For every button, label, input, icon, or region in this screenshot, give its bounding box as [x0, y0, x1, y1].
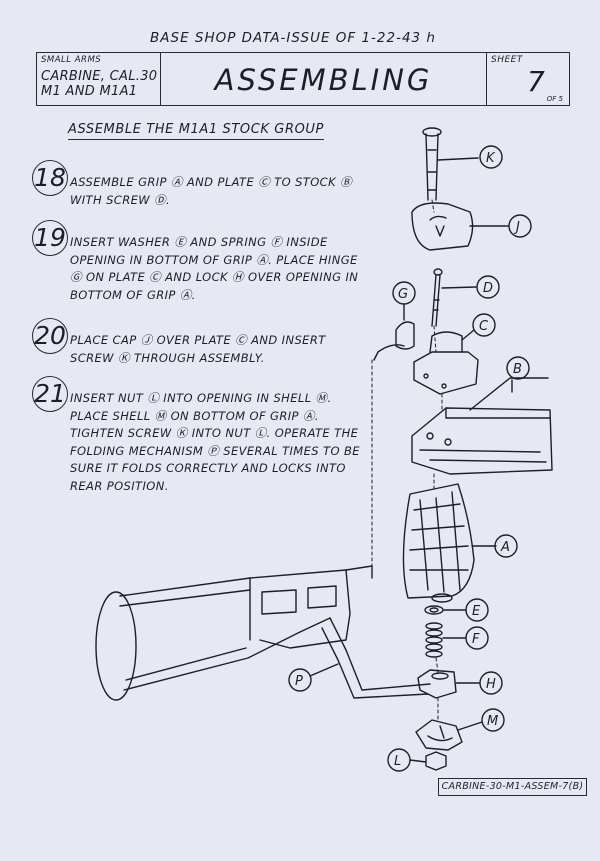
category-label: SMALL ARMS — [41, 55, 102, 65]
step-text: Insert Nut Ⓛ Into Opening In Shell Ⓜ. Pl… — [70, 391, 360, 493]
washer-e-part — [424, 605, 467, 615]
label-d-text: D — [483, 281, 493, 296]
label-m: M — [481, 708, 505, 732]
shell-m-part — [415, 719, 483, 751]
label-d: D — [476, 275, 500, 299]
lock-h-part — [417, 669, 481, 699]
issue-line: BASE SHOP DATA-ISSUE OF 1-22-43 h — [150, 30, 436, 46]
label-f-text: F — [472, 632, 480, 647]
label-k-text: K — [486, 151, 496, 166]
stock-frame-p-part — [95, 565, 431, 701]
page-title: ASSEMBLING — [214, 63, 433, 97]
screw-k-part — [422, 127, 479, 201]
label-g-text: G — [398, 287, 408, 302]
label-c: C — [472, 313, 496, 337]
sheet-of: OF 5 — [546, 95, 563, 103]
label-e: E — [465, 598, 489, 622]
step-number: 18 — [32, 160, 68, 196]
label-c-text: C — [479, 319, 489, 334]
assembly-guide-lines — [371, 199, 443, 721]
spring-f-part — [425, 622, 467, 658]
label-p-text: P — [295, 674, 303, 689]
model-name: CARBINE, CAL.30 M1 AND M1A1 — [41, 69, 157, 99]
step-number: 21 — [32, 376, 68, 412]
header-title-cell: ASSEMBLING — [161, 53, 487, 105]
label-h-text: H — [486, 677, 496, 692]
sheet-label: SHEET — [491, 55, 523, 65]
label-b: B — [506, 356, 530, 380]
step-text: Place Cap Ⓙ Over Plate Ⓒ And Insert Scre… — [70, 333, 326, 365]
label-j: J — [508, 214, 532, 238]
screw-d-part — [431, 268, 477, 327]
nut-l-part — [409, 751, 447, 771]
label-b-text: B — [513, 362, 522, 377]
step-number: 20 — [32, 318, 68, 354]
label-k: K — [479, 145, 503, 169]
header-model-cell: SMALL ARMS CARBINE, CAL.30 M1 AND M1A1 — [37, 53, 161, 105]
document-code: CARBINE-30-M1-ASSEM-7(B) — [438, 778, 587, 796]
grip-a-part — [402, 483, 497, 603]
label-l-text: L — [394, 754, 401, 769]
label-m-text: M — [487, 714, 498, 729]
step-text: Assemble Grip Ⓐ And Plate Ⓒ To Stock Ⓑ W… — [70, 175, 352, 207]
label-f: F — [465, 626, 489, 650]
label-l: L — [387, 748, 411, 772]
step-text: Insert Washer Ⓔ And Spring Ⓕ Inside Open… — [70, 235, 359, 302]
step-number: 19 — [32, 220, 68, 256]
label-h: H — [479, 671, 503, 695]
header-sheet-cell: SHEET 7 OF 5 — [487, 53, 569, 105]
section-title: ASSEMBLE THE M1A1 STOCK GROUP — [68, 122, 324, 140]
plate-c-part — [413, 329, 479, 395]
label-a: A — [494, 534, 518, 558]
header-table: SMALL ARMS CARBINE, CAL.30 M1 AND M1A1 A… — [36, 52, 570, 106]
label-e-text: E — [472, 604, 481, 619]
label-j-text: J — [513, 220, 520, 235]
cap-j-part — [411, 202, 509, 251]
stock-b-part — [411, 377, 553, 475]
sheet-number: 7 — [527, 65, 545, 98]
label-a-text: A — [500, 540, 510, 555]
label-g: G — [392, 281, 416, 305]
model-line-1: CARBINE, CAL.30 — [41, 69, 158, 84]
hinge-g-part — [373, 303, 415, 361]
model-line-2: M1 AND M1A1 — [41, 84, 138, 99]
label-p: P — [288, 668, 312, 692]
